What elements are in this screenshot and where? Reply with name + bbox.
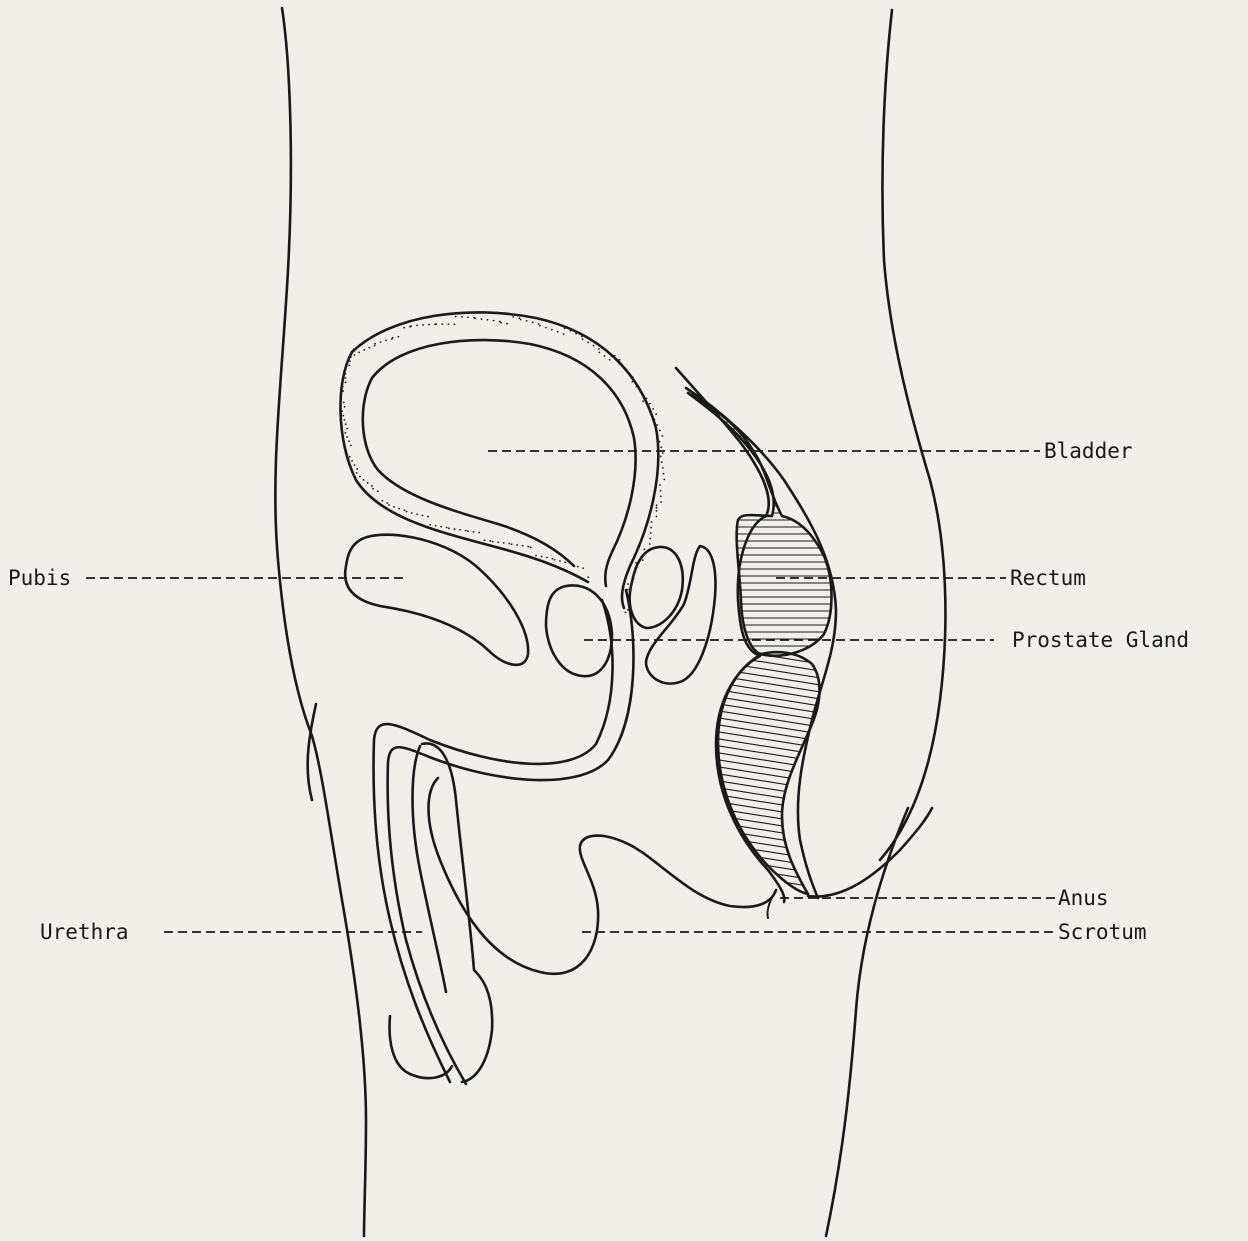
label-scrotum: Scrotum [1058,920,1147,944]
buttock-lower-curve [808,808,932,897]
label-urethra: Urethra [40,920,129,944]
pubis-bone [345,535,528,665]
thigh-outline-right [826,808,908,1236]
rectum-wall-left [676,368,784,902]
label-bladder: Bladder [1044,439,1133,463]
body-outline-right [880,10,945,860]
label-prostate-gland: Prostate Gland [1012,628,1189,652]
perineum-line [767,890,776,918]
label-rectum: Rectum [1010,566,1086,590]
bladder-inner-wall-lower [363,378,574,566]
scrotum-outline [429,778,777,974]
rectum-hatch-upper [680,380,840,667]
label-anus: Anus [1058,886,1109,910]
urethra-outer [374,600,613,1082]
penis-shaft-left [413,746,447,992]
label-pubis: Pubis [8,566,71,590]
penis-outline [422,743,492,1082]
body-outline-left [275,8,366,1236]
